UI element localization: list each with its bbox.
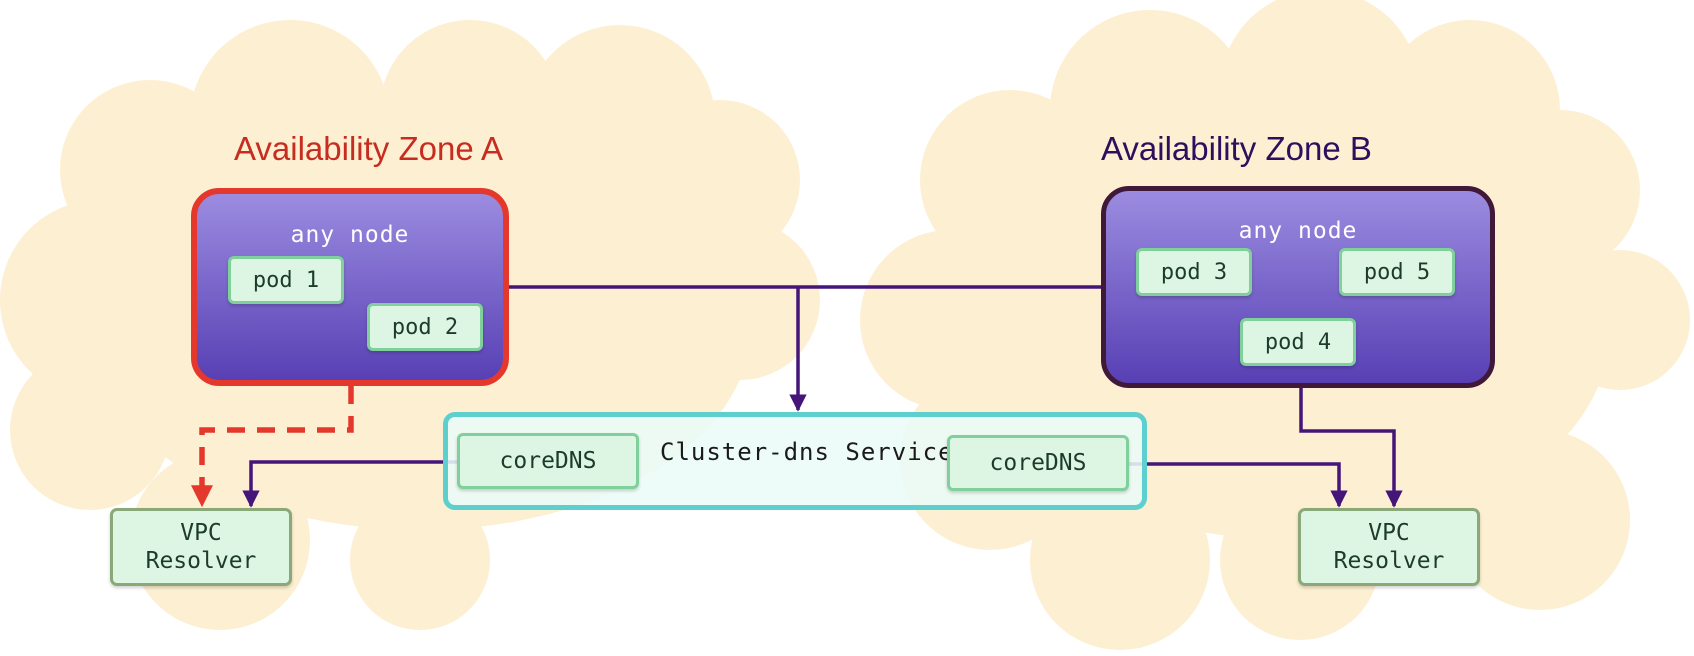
node-a-to-resolver-a-dashed-arrow <box>191 386 354 508</box>
coredns-zone-a: coreDNS <box>457 433 639 489</box>
vpc-resolver-zone-a: VPC Resolver <box>110 508 292 586</box>
resolver-label-line2: Resolver <box>1333 548 1445 574</box>
pod-4: pod 4 <box>1240 318 1356 366</box>
resolver-label-line1: VPC <box>180 520 222 546</box>
pod-2: pod 2 <box>367 303 483 351</box>
coredns-zone-b: coreDNS <box>947 435 1129 491</box>
resolver-label-line1: VPC <box>1368 520 1410 546</box>
node-label: any node <box>1238 218 1358 244</box>
cluster-dns-service-label: Cluster-dns Service <box>660 438 954 466</box>
node-label: any node <box>290 222 410 248</box>
coredns-1-to-resolver-a-arrow <box>242 460 457 508</box>
vpc-resolver-zone-b: VPC Resolver <box>1298 508 1480 586</box>
pod-5: pod 5 <box>1339 248 1455 296</box>
node-b-to-resolver-b-arrow <box>1299 388 1403 508</box>
zone-a-title: Availability Zone A <box>234 130 504 167</box>
pod-3: pod 3 <box>1136 248 1252 296</box>
zone-b-title: Availability Zone B <box>1101 130 1372 167</box>
coredns-2-to-resolver-b-arrow <box>1129 462 1348 508</box>
pod-1: pod 1 <box>228 256 344 304</box>
resolver-label-line2: Resolver <box>145 548 257 574</box>
